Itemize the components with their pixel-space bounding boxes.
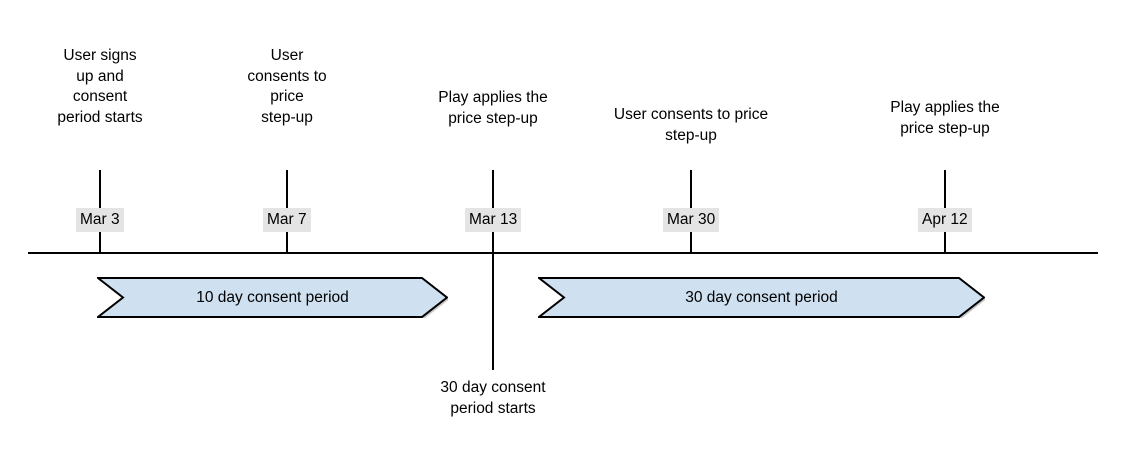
timeline-axis xyxy=(28,252,1098,254)
event-caption-mar-13: Play applies the price step-up xyxy=(438,89,548,127)
date-label-mar-7: Mar 7 xyxy=(263,208,311,232)
event-tick-mar-13 xyxy=(492,170,494,370)
date-label-mar-30: Mar 30 xyxy=(663,208,720,232)
event-caption-apr-12: Play applies the price step-up xyxy=(890,99,1000,137)
date-label-apr-12: Apr 12 xyxy=(918,208,972,232)
consent-band-band-30-day: 30 day consent period xyxy=(538,277,985,318)
date-label-mar-13: Mar 13 xyxy=(465,208,522,232)
chevron-icon xyxy=(538,277,985,318)
annotation-note-30-day-start: 30 day consent period starts xyxy=(440,379,546,417)
consent-band-band-10-day: 10 day consent period xyxy=(97,277,448,318)
date-label-mar-3: Mar 3 xyxy=(76,208,124,232)
event-caption-mar-30: User consents to price step-up xyxy=(613,106,769,144)
event-caption-mar-3: User signs up and consent period starts xyxy=(57,47,143,126)
event-caption-mar-7: User consents to price step-up xyxy=(247,47,327,126)
chevron-icon xyxy=(97,277,448,318)
